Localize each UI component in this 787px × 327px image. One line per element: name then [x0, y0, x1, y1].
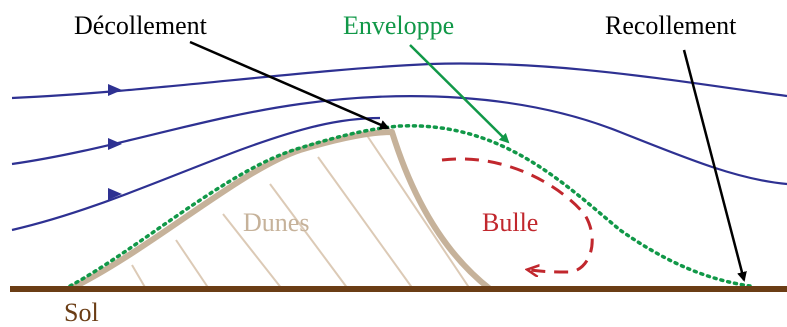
flow-arrow-icon	[108, 188, 122, 200]
dune-outline	[68, 129, 492, 292]
envelope-curve	[68, 124, 752, 288]
decollement-pointer	[189, 40, 390, 130]
decollement-label: Décollement	[74, 11, 208, 40]
sol-label: Sol	[64, 298, 99, 327]
recollement-label: Recollement	[605, 11, 737, 40]
streamline-2	[11, 95, 787, 186]
dunes-label: Dunes	[243, 208, 309, 237]
flow-arrow-icon	[108, 138, 122, 150]
enveloppe-label: Enveloppe	[343, 11, 454, 40]
streamline-3	[11, 116, 381, 232]
recollement-pointer	[682, 49, 747, 282]
bulle-label: Bulle	[482, 208, 538, 237]
streamline-1	[11, 62, 787, 100]
dune-hatching	[131, 133, 471, 290]
enveloppe-pointer	[409, 44, 510, 144]
flow-arrow-icon	[108, 84, 122, 96]
streamline-arrowheads	[108, 84, 122, 200]
bubble-arrow	[441, 157, 594, 272]
